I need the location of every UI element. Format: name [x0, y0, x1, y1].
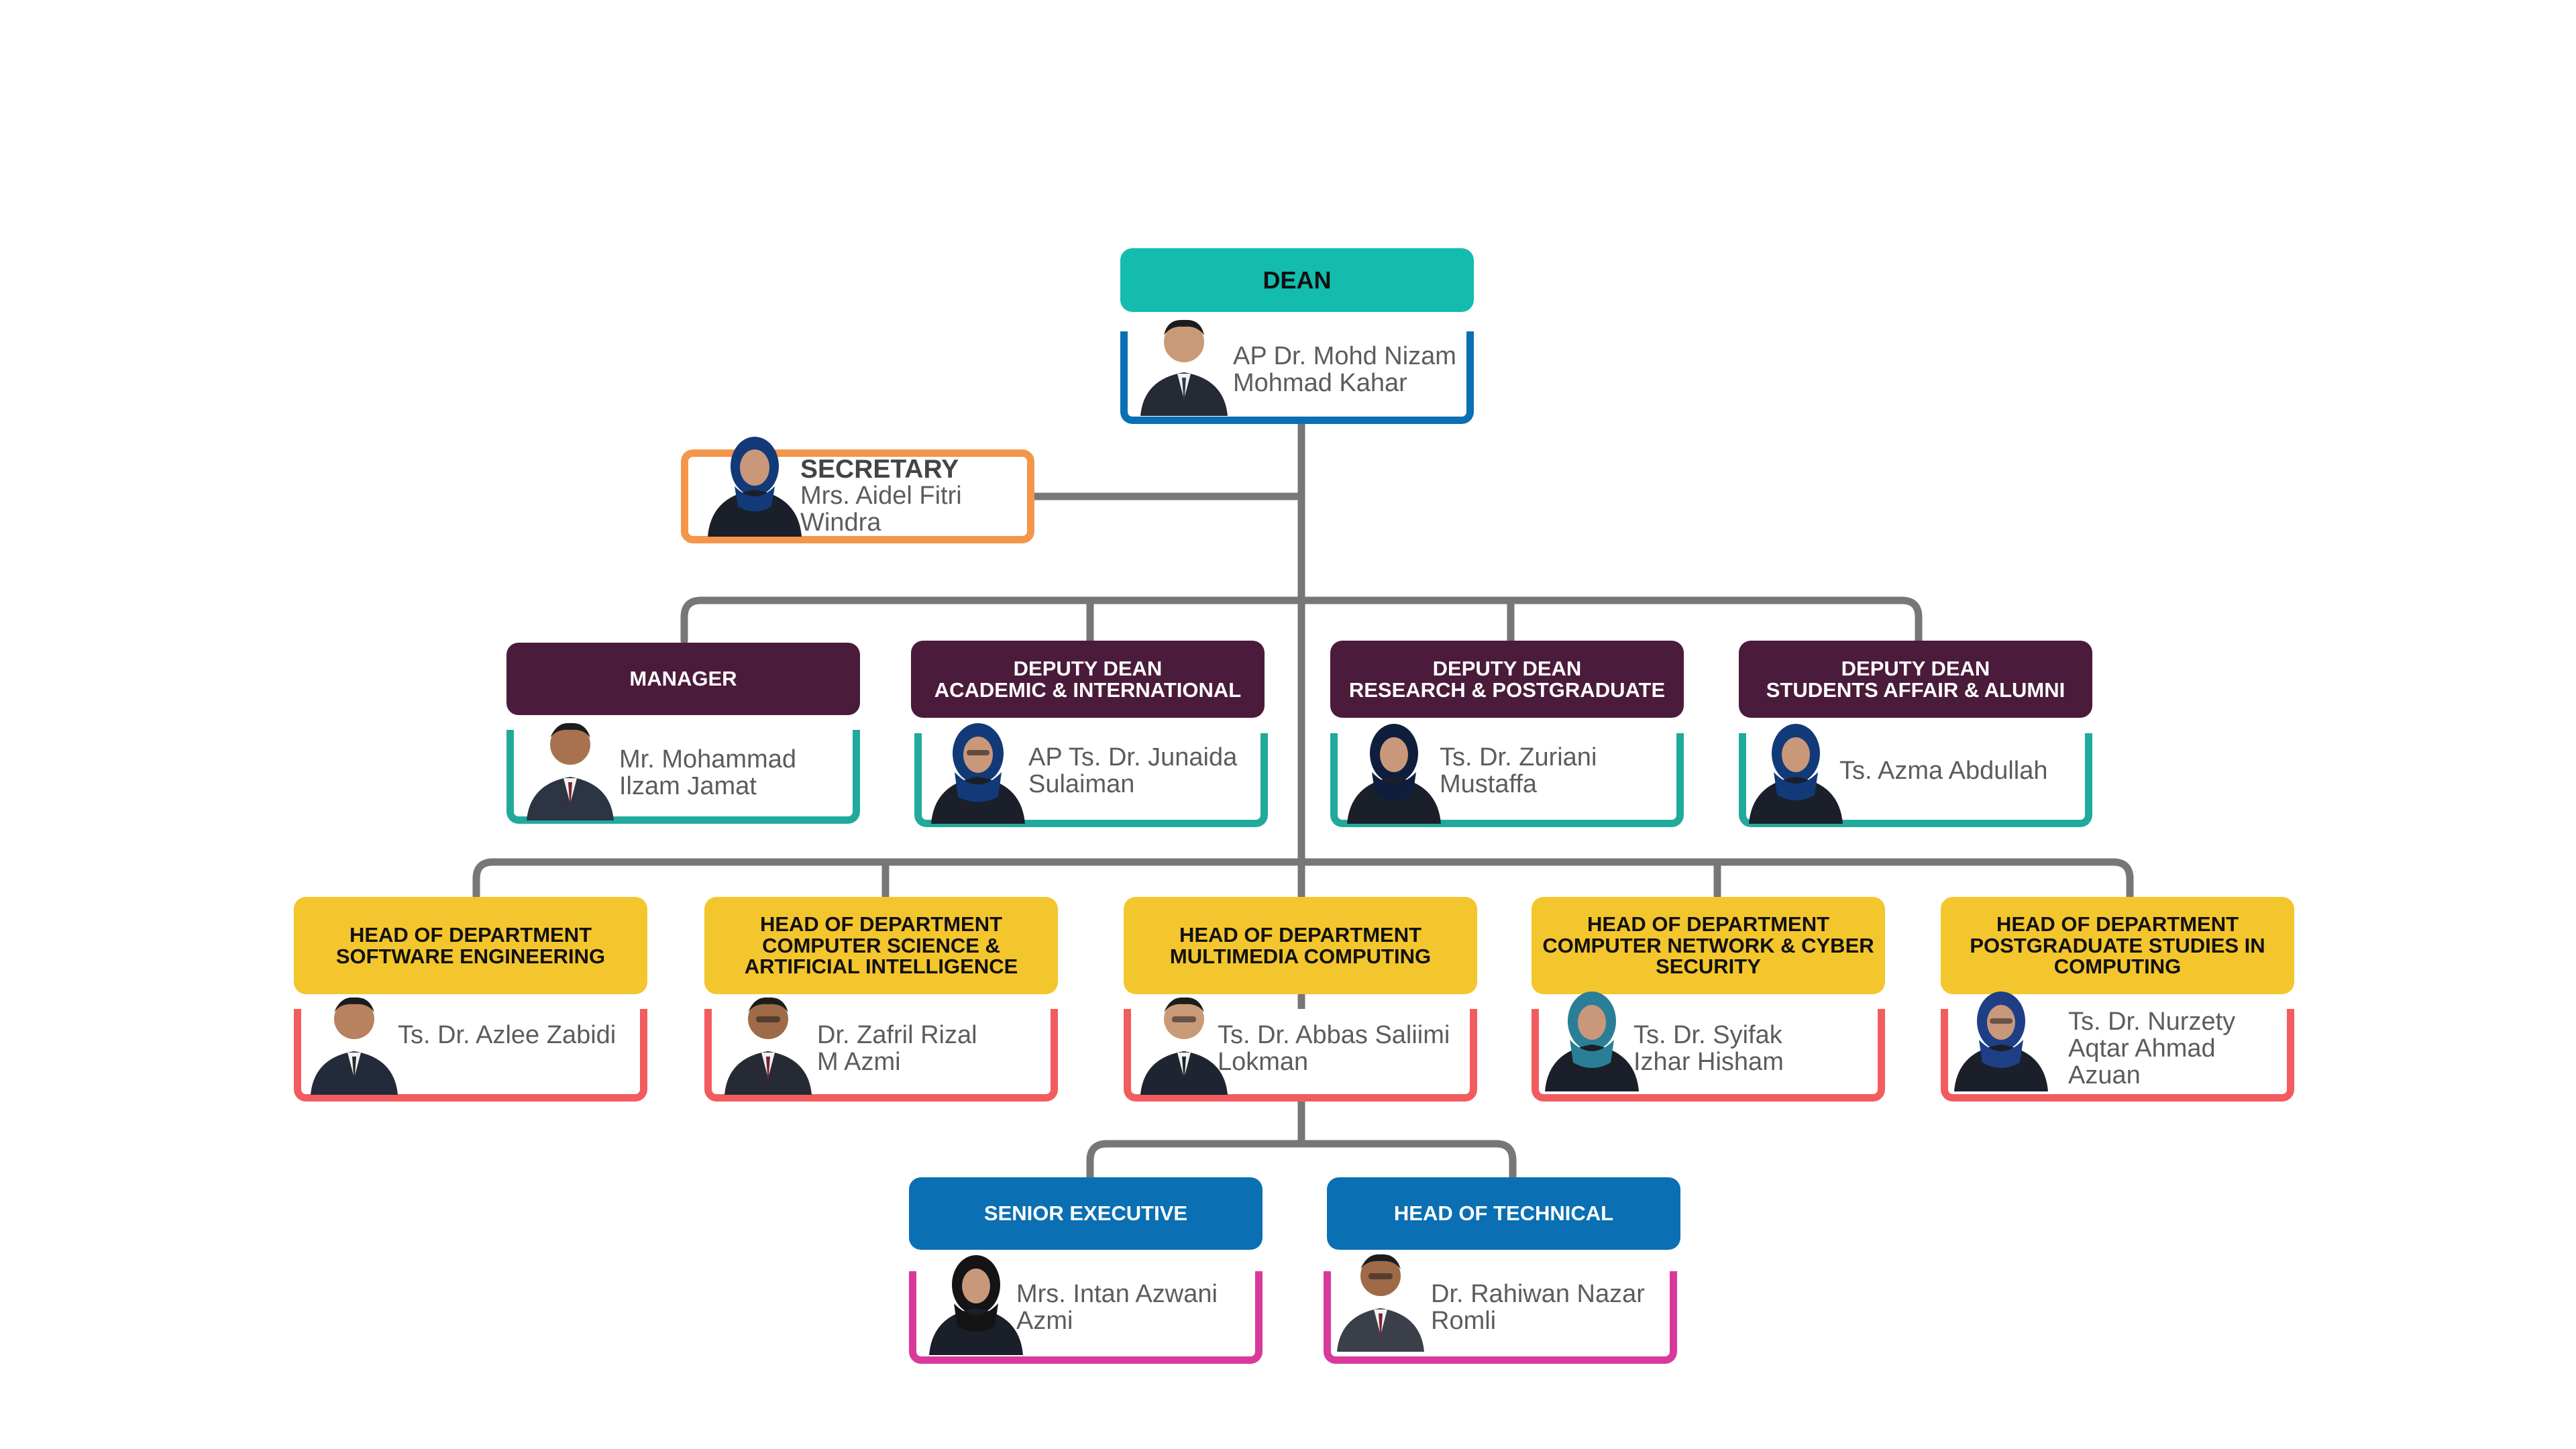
- hod-software-engineering-title: HEAD OF DEPARTMENT SOFTWARE ENGINEERING: [294, 897, 647, 994]
- senior-executive-node: SENIOR EXECUTIVE Mrs. Intan Azwani Azmi: [909, 1177, 1263, 1364]
- senior-executive-name: Mrs. Intan Azwani Azmi: [1016, 1280, 1218, 1335]
- hod-postgraduate-name: Ts. Dr. Nurzety Aqtar Ahmad Azuan: [2068, 1008, 2236, 1089]
- hod-postgraduate-title: HEAD OF DEPARTMENT POSTGRADUATE STUDIES …: [1941, 897, 2294, 994]
- deputy-dean-research-node: DEPUTY DEAN RESEARCH & POSTGRADUATE Ts. …: [1330, 641, 1684, 828]
- hod-computer-science-name: Dr. Zafril Rizal M Azmi: [817, 1021, 977, 1076]
- dean-photo: [1140, 319, 1228, 416]
- hod-network-security-photo: [1545, 991, 1639, 1091]
- hod-software-engineering-node: HEAD OF DEPARTMENT SOFTWARE ENGINEERING …: [294, 897, 647, 1102]
- dean-title: DEAN: [1120, 248, 1474, 312]
- manager-title: MANAGER: [506, 643, 860, 715]
- deputy-dean-academic-photo: [931, 723, 1025, 824]
- deputy-dean-research-name: Ts. Dr. Zuriani Mustaffa: [1440, 743, 1597, 798]
- deputy-dean-students-title: DEPUTY DEAN STUDENTS AFFAIR & ALUMNI: [1739, 641, 2092, 718]
- secretary-name: Mrs. Aidel Fitri Windra: [800, 482, 962, 537]
- secretary-photo: [708, 437, 802, 537]
- secretary-title: SECRETARY: [800, 455, 959, 484]
- hod-multimedia-photo: [1140, 997, 1228, 1095]
- level4-connector: [1086, 1140, 1517, 1185]
- deputy-dean-research-title: DEPUTY DEAN RESEARCH & POSTGRADUATE: [1330, 641, 1684, 718]
- manager-name: Mr. Mohammad Ilzam Jamat: [619, 745, 796, 800]
- hod-network-security-node: HEAD OF DEPARTMENT COMPUTER NETWORK & CY…: [1532, 897, 1885, 1102]
- dean-name: AP Dr. Mohd Nizam Mohmad Kahar: [1233, 342, 1456, 397]
- hod-multimedia-title: HEAD OF DEPARTMENT MULTIMEDIA COMPUTING: [1124, 897, 1477, 994]
- hod-computer-science-title: HEAD OF DEPARTMENT COMPUTER SCIENCE & AR…: [704, 897, 1058, 994]
- senior-executive-photo: [929, 1255, 1023, 1355]
- manager-photo: [527, 722, 614, 820]
- hod-software-engineering-name: Ts. Dr. Azlee Zabidi: [398, 1021, 616, 1049]
- deputy-dean-research-photo: [1347, 724, 1441, 824]
- head-of-technical-node: HEAD OF TECHNICAL Dr. Rahiwan Nazar Roml…: [1324, 1177, 1680, 1364]
- hod-network-security-title: HEAD OF DEPARTMENT COMPUTER NETWORK & CY…: [1532, 897, 1885, 994]
- head-of-technical-photo: [1337, 1254, 1424, 1352]
- dean-node: DEAN AP Dr. Mohd Nizam Mohmad Kahar: [1120, 248, 1474, 424]
- head-of-technical-name: Dr. Rahiwan Nazar Romli: [1431, 1280, 1645, 1335]
- hod-postgraduate-node: HEAD OF DEPARTMENT POSTGRADUATE STUDIES …: [1941, 897, 2294, 1102]
- head-of-technical-title: HEAD OF TECHNICAL: [1327, 1177, 1680, 1250]
- manager-node: MANAGER Mr. Mohammad Ilzam Jamat: [506, 643, 860, 824]
- deputy-dean-academic-name: AP Ts. Dr. Junaida Sulaiman: [1028, 743, 1238, 798]
- hod-computer-science-photo: [724, 997, 812, 1095]
- hod-computer-science-node: HEAD OF DEPARTMENT COMPUTER SCIENCE & AR…: [704, 897, 1058, 1102]
- department-connector: [472, 858, 2134, 903]
- hod-multimedia-name: Ts. Dr. Abbas Saliimi Lokman: [1218, 1021, 1450, 1076]
- level2-connector: [680, 596, 1923, 645]
- deputy-dean-students-name: Ts. Azma Abdullah: [1839, 757, 2048, 785]
- deputy-dean-academic-node: DEPUTY DEAN ACADEMIC & INTERNATIONAL AP …: [911, 641, 1268, 828]
- secretary-node: SECRETARY Mrs. Aidel Fitri Windra: [681, 429, 1034, 543]
- hod-software-engineering-photo: [311, 997, 398, 1095]
- senior-executive-title: SENIOR EXECUTIVE: [909, 1177, 1263, 1250]
- deputy-dean-students-photo: [1749, 724, 1843, 824]
- hod-multimedia-node: HEAD OF DEPARTMENT MULTIMEDIA COMPUTING …: [1124, 897, 1477, 1102]
- hod-network-security-name: Ts. Dr. Syifak Izhar Hisham: [1633, 1021, 1784, 1076]
- deputy-dean-academic-title: DEPUTY DEAN ACADEMIC & INTERNATIONAL: [911, 641, 1265, 718]
- deputy-dean-students-node: DEPUTY DEAN STUDENTS AFFAIR & ALUMNI Ts.…: [1739, 641, 2092, 828]
- hod-postgraduate-photo: [1954, 991, 2048, 1091]
